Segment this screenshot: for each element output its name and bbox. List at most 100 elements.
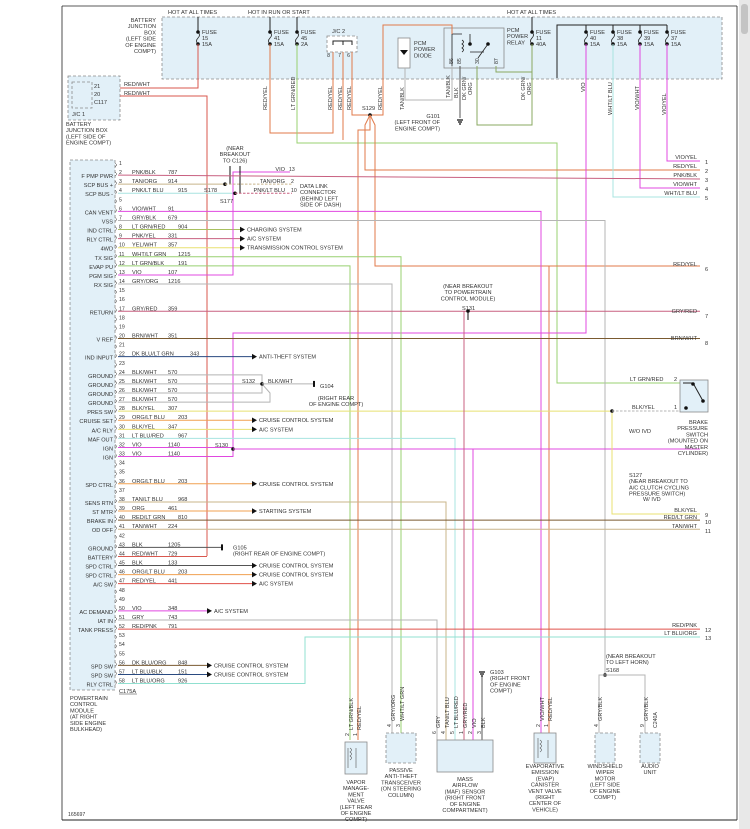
maf-label: COMPARTMENT)	[442, 808, 487, 814]
s132-label: S132	[242, 379, 255, 385]
pcm-wire-color: BLK/WHT	[132, 388, 157, 394]
scrollbar-thumb[interactable]	[741, 4, 748, 34]
fuse-label: FUSE	[590, 30, 605, 36]
brake-pin-number: 1	[674, 405, 677, 411]
right-connector-wire-color: VIO/WHT	[673, 182, 698, 188]
horn-note: TO LEFT HORN)	[606, 660, 649, 666]
g101-ground-icon	[457, 119, 463, 125]
system-reference-label: CRUISE CONTROL SYSTEM	[259, 564, 334, 570]
system-reference-label: TRANSMISSION CONTROL SYSTEM	[247, 246, 343, 252]
arrow-icon	[252, 481, 257, 487]
pin-terminal-icon	[114, 516, 117, 522]
pin-terminal-icon	[114, 571, 117, 576]
pcm-wire-pin-27	[118, 383, 271, 403]
pin-terminal-icon	[114, 535, 117, 540]
wire-gry-blk-wiper	[598, 674, 605, 733]
pin-terminal-icon	[114, 344, 117, 349]
pcm-pin-number: 35	[119, 470, 125, 476]
vapor-label: OF ENGINE	[341, 811, 372, 817]
pcm-circuit-number: 1216	[168, 279, 180, 285]
component-wire-color: GRY	[436, 716, 442, 728]
wire-wht-lt-blu	[612, 44, 700, 198]
pcm-pin-number: 17	[119, 306, 125, 312]
pcm-pin-number: 53	[119, 633, 125, 639]
top-wire-color-label: ORG	[527, 82, 533, 95]
pcm-wire-color: BLK/YEL	[132, 406, 155, 412]
evap-label: CANISTER	[531, 783, 559, 789]
arrow-icon	[252, 571, 257, 578]
vapor-label: VALVE	[347, 799, 364, 805]
pcm-pin-number: 30	[119, 424, 125, 430]
fuse-terminal	[295, 30, 299, 34]
component-wire-color: LT BLU/RED	[454, 696, 460, 728]
pin-terminal-icon	[114, 489, 117, 495]
jc1-desc: JUNCTION BOX	[66, 128, 108, 134]
right-connector-wire-color: PNK/BLK	[673, 173, 697, 179]
pin-terminal-icon	[114, 525, 117, 531]
pcm-pin-number: 8	[119, 225, 122, 231]
right-connector-pin: 6	[705, 267, 708, 273]
audio-component-box	[639, 732, 661, 764]
pcm-circuit-number: 1205	[168, 542, 180, 548]
top-wire-color-label: DK GRN/	[462, 76, 468, 100]
fuse-terminal	[638, 30, 642, 34]
pcm-wire-color: TAN/LT BLU	[132, 497, 163, 503]
junction-box-label: (LEFT SIDE	[126, 37, 156, 43]
wire-red-yel-right6	[369, 114, 700, 267]
top-wire-color-label: ORG	[468, 82, 474, 95]
pcm-pin-name: A/C RLY	[92, 428, 114, 434]
pin-terminal-icon	[114, 326, 117, 331]
jc1-desc: (LEFT SIDE OF	[66, 134, 106, 140]
pcm-wire-color: VIO/WHT	[132, 206, 157, 212]
vertical-scrollbar[interactable]	[739, 0, 750, 829]
antitheft-component-box	[385, 732, 417, 764]
pcm-pin-number: 48	[119, 588, 125, 594]
pcm-power-relay-box	[443, 27, 505, 69]
pin-terminal-icon	[114, 262, 117, 268]
pcm-pin-name: SCP BUS -	[85, 192, 113, 198]
pcm-pin-name: AC DEMAND	[79, 610, 113, 616]
s131-label: S131	[462, 306, 475, 312]
pin-terminal-icon	[114, 462, 117, 467]
pcm-wire-pin-51	[118, 619, 438, 740]
top-wire-color-label: BLK	[454, 87, 460, 98]
pcm-wire-pin-24	[118, 374, 263, 384]
pcm-wire-color: LT GRN/BLK	[132, 261, 164, 267]
hot-at-all-times-label: HOT AT ALL TIMES	[168, 10, 217, 16]
pcm-label: POWERTRAIN	[70, 696, 108, 702]
pcm-pin-number: 18	[119, 315, 125, 321]
relay-pin-number: 86	[449, 58, 455, 64]
pcm-pin-number: 39	[119, 506, 125, 512]
pcm-label: CONTROL	[70, 702, 97, 708]
fuse-label: FUSE	[536, 30, 551, 36]
pin-terminal-icon	[114, 580, 117, 585]
pcm-pin-number: 44	[119, 551, 125, 557]
pcm-wire-pin-26	[118, 383, 263, 394]
arrow-icon	[252, 353, 257, 360]
right-connector-pin: 7	[705, 314, 708, 320]
pin-terminal-icon	[114, 625, 117, 631]
pcm-pin-name: IGN	[103, 446, 113, 452]
pin-terminal-icon	[114, 190, 117, 195]
pcm-pin-number: 49	[119, 597, 125, 603]
right-connector-pin: 12	[705, 628, 711, 634]
pcm-wire-color: VIO	[132, 442, 142, 448]
g104-label: (RIGHT REAR	[318, 396, 354, 402]
antitheft-label: (ON STEERING	[381, 787, 421, 793]
brake-switch-label: PRESSURE	[677, 426, 708, 432]
pcm-circuit-number: 570	[168, 397, 177, 403]
pin-terminal-icon	[114, 480, 117, 486]
pcm-wire-color: VIO	[132, 606, 142, 612]
pcm-pin-name: PRES SW	[87, 410, 114, 416]
pcm-pin-name: RLY CTRL	[86, 683, 113, 689]
pcm-wire-pin-6	[118, 210, 542, 740]
fuse-icon	[665, 31, 669, 45]
pcm-wire-color: PNK/BLK	[132, 170, 156, 176]
pcm-wire-color: BLK	[132, 561, 143, 567]
pin-terminal-icon	[114, 544, 117, 549]
component-wire-color: RED/YEL	[357, 706, 363, 730]
pcm-wire-color: ORG	[132, 506, 145, 512]
component-wire-color: GRY/ORG	[391, 695, 397, 721]
pin-terminal-icon	[114, 280, 117, 286]
pcm-pin-number: 25	[119, 379, 125, 385]
